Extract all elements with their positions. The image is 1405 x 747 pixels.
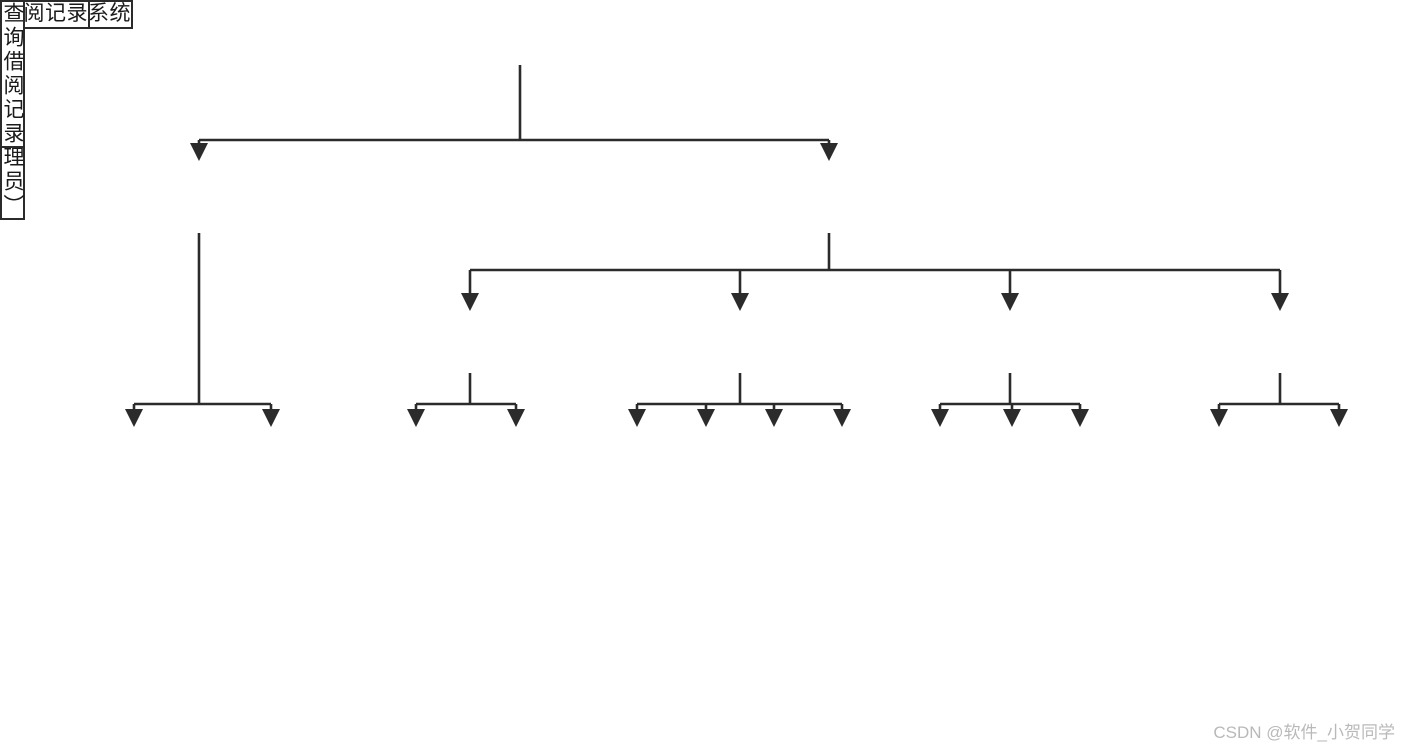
edge-group-book-borrow [627,373,852,428]
edge-group-user-login [124,233,281,428]
edge-group-new-book-recommend [406,373,526,428]
edge-group-current-borrow [930,373,1090,428]
watermark: CSDN @软件_小贺同学 [1213,723,1395,742]
edge-group-book-management [460,233,1290,312]
node-leaf-query-record-label: 查询借阅记录 [1,2,24,146]
edge-group-root [189,65,839,162]
edge-group-borrow-record [1209,373,1349,428]
node-leaf-query-record[interactable]: 查询借阅记录 [0,0,25,148]
